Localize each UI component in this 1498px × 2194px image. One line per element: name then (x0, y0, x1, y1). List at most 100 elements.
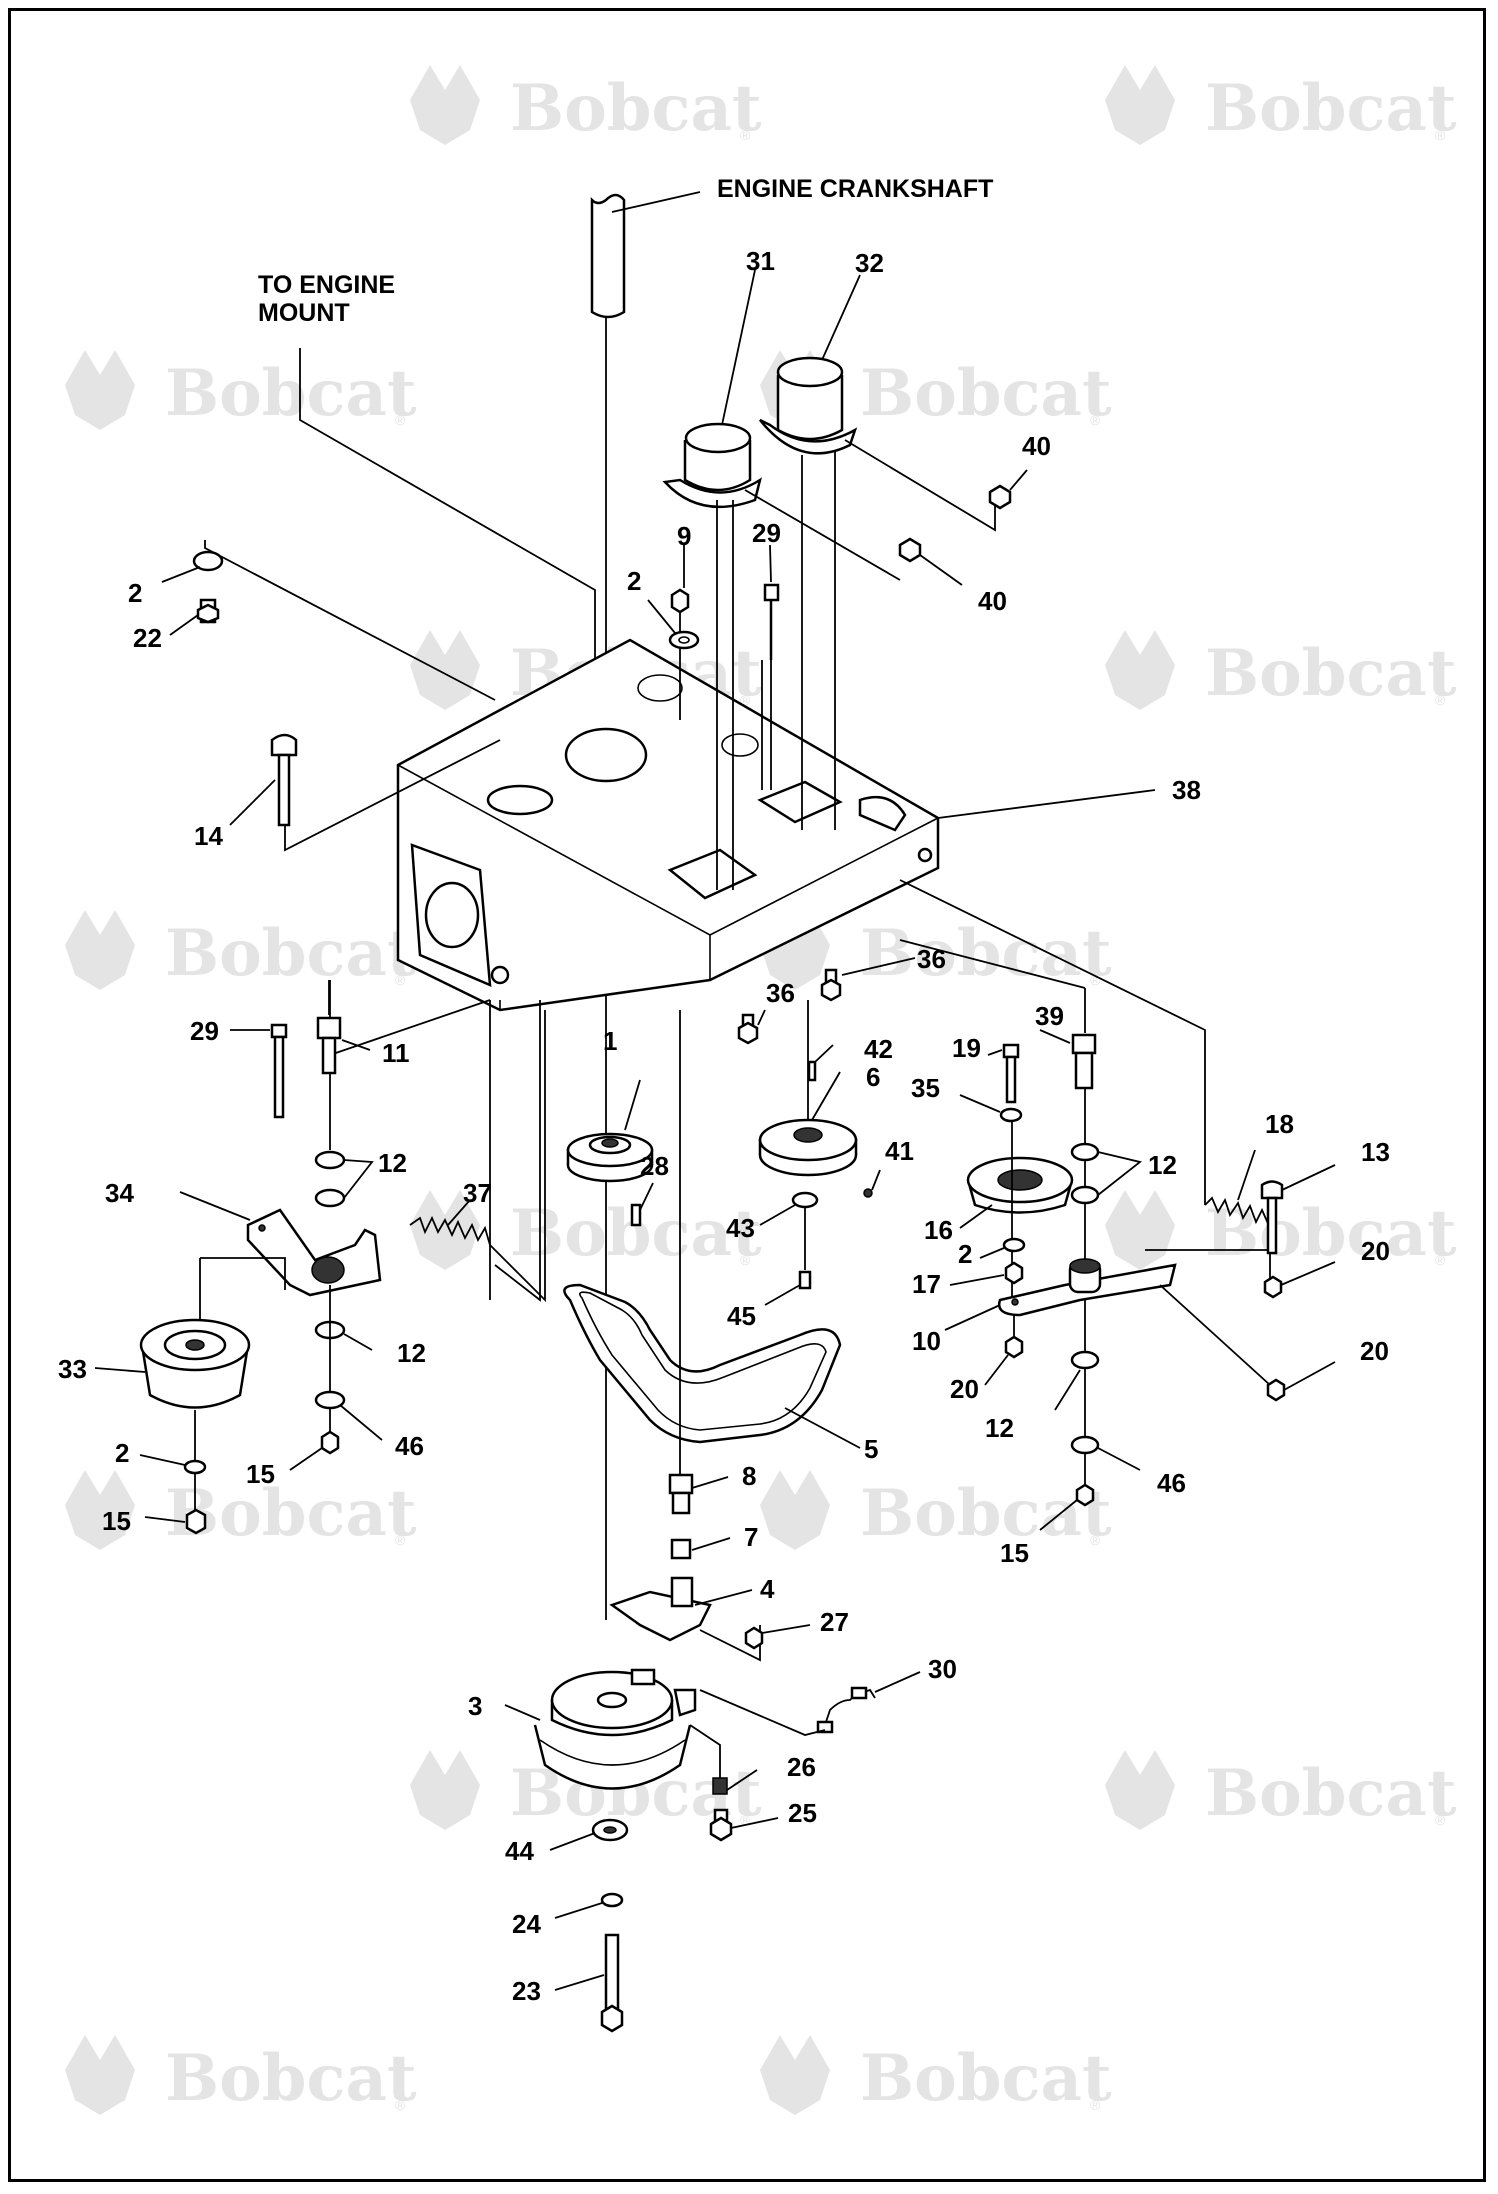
watermark: Bobcat ® (760, 910, 1112, 991)
callout-label: 17 (912, 1269, 941, 1299)
leader-line (984, 1354, 1009, 1386)
leader-line (200, 1257, 286, 1290)
washer-43 (791, 1191, 819, 1209)
bolt-25 (709, 1808, 733, 1842)
title-to-engine-mount-1: TO ENGINE (258, 271, 395, 299)
watermark-reg: ® (395, 412, 406, 428)
callout-label: 12 (1148, 1150, 1177, 1180)
bolt-45 (798, 1270, 812, 1290)
callout-label: 33 (58, 1354, 87, 1384)
bobcat-logo-icon (1105, 1190, 1175, 1270)
watermark-reg: ® (1435, 1812, 1446, 1828)
watermark-text: Bobcat (860, 1476, 1112, 1551)
watermark: Bobcat ® (410, 65, 762, 146)
wire-harness-30 (816, 1686, 876, 1734)
callout-label: 45 (727, 1301, 756, 1331)
callout-label: 2 (115, 1438, 129, 1468)
nut-40-lower (898, 537, 922, 563)
leader-line (1159, 1284, 1271, 1386)
callout-label: 39 (1035, 1001, 1064, 1031)
bolt-36-left (737, 1013, 759, 1045)
bolt-19 (1002, 1043, 1020, 1104)
electric-clutch-3 (533, 1668, 697, 1790)
callout-label: 37 (463, 1178, 492, 1208)
callout-label: 15 (102, 1506, 131, 1536)
spring-37 (409, 1215, 491, 1246)
callout-label: 4 (760, 1574, 775, 1604)
callout-label: 13 (1361, 1137, 1390, 1167)
idler-arm-34 (246, 1208, 382, 1297)
solenoid-31 (662, 422, 762, 509)
pin-42 (807, 1060, 817, 1082)
callout-label: 27 (820, 1607, 849, 1637)
title-engine-crankshaft: ENGINE CRANKSHAFT (717, 175, 993, 203)
nut-15-right (1075, 1483, 1095, 1507)
leader-line (549, 1832, 596, 1851)
leader-line (919, 554, 963, 586)
bolt-23 (600, 1933, 624, 2033)
watermark-text: Bobcat (860, 916, 1112, 991)
bobcat-logo-icon (65, 910, 135, 990)
callout-label: 9 (677, 521, 691, 551)
leader-line (229, 779, 276, 826)
callout-label: 2 (958, 1239, 972, 1269)
pulley-1 (566, 1132, 654, 1183)
leader-line (899, 939, 1086, 989)
nut-20-lower-right (1266, 1378, 1286, 1402)
washer-46-right (1070, 1435, 1100, 1455)
washer-46-left (314, 1390, 346, 1410)
bolt-22 (196, 598, 220, 624)
leader-line (343, 1159, 374, 1199)
callout-label: 40 (1022, 431, 1051, 461)
leader-line (844, 439, 996, 532)
callout-label: 2 (627, 566, 641, 596)
watermark-text: Bobcat (1205, 71, 1457, 146)
spacer-39 (1071, 1033, 1097, 1090)
diagram-frame (8, 8, 1486, 2182)
callout-label: 46 (395, 1431, 424, 1461)
nut-15-left (320, 1430, 340, 1455)
bobcat-logo-icon (1105, 65, 1175, 145)
leader-line (784, 1407, 861, 1449)
washer-12-left-middle (314, 1188, 346, 1208)
leader-line (761, 1624, 811, 1634)
leader-line (871, 1169, 881, 1191)
idler-pulley-16 (966, 1156, 1074, 1214)
callout-label: 18 (1265, 1109, 1294, 1139)
leader-line (554, 1902, 603, 1919)
callout-label: 3 (468, 1691, 482, 1721)
watermark-reg: ® (1435, 692, 1446, 708)
callout-label: 20 (950, 1374, 979, 1404)
callout-label: 15 (1000, 1538, 1029, 1568)
bushing-8 (668, 1473, 694, 1515)
bolt-9 (670, 588, 690, 720)
callout-label: 38 (1172, 775, 1201, 805)
callout-label: 30 (928, 1654, 957, 1684)
leader-line (689, 1724, 721, 1780)
callout-label: 8 (742, 1461, 756, 1491)
washer-35 (999, 1107, 1023, 1123)
callout-label: 12 (397, 1338, 426, 1368)
callout-label: 42 (864, 1034, 893, 1064)
watermark-reg: ® (1090, 2097, 1101, 2113)
watermark-reg: ® (1090, 412, 1101, 428)
leader-line (979, 1247, 1005, 1259)
callout-label: 20 (1361, 1236, 1390, 1266)
leader-line (624, 1079, 641, 1131)
leader-line (944, 1304, 1001, 1331)
watermark-text: Bobcat (1205, 1756, 1457, 1831)
callout-label: 29 (752, 518, 781, 548)
callout-label: 12 (985, 1413, 1014, 1443)
leader-line (204, 540, 496, 701)
leader-line (1054, 1369, 1081, 1411)
callout-label: 6 (866, 1062, 880, 1092)
leader-line (874, 1671, 921, 1693)
callout-label: 23 (512, 1976, 541, 2006)
callout-label: 28 (640, 1151, 669, 1181)
leader-line (694, 1589, 753, 1606)
bolt-13 (1260, 1180, 1284, 1255)
engine-deck-frame (396, 638, 940, 1012)
callout-label: 43 (726, 1213, 755, 1243)
callout-label: 41 (885, 1136, 914, 1166)
